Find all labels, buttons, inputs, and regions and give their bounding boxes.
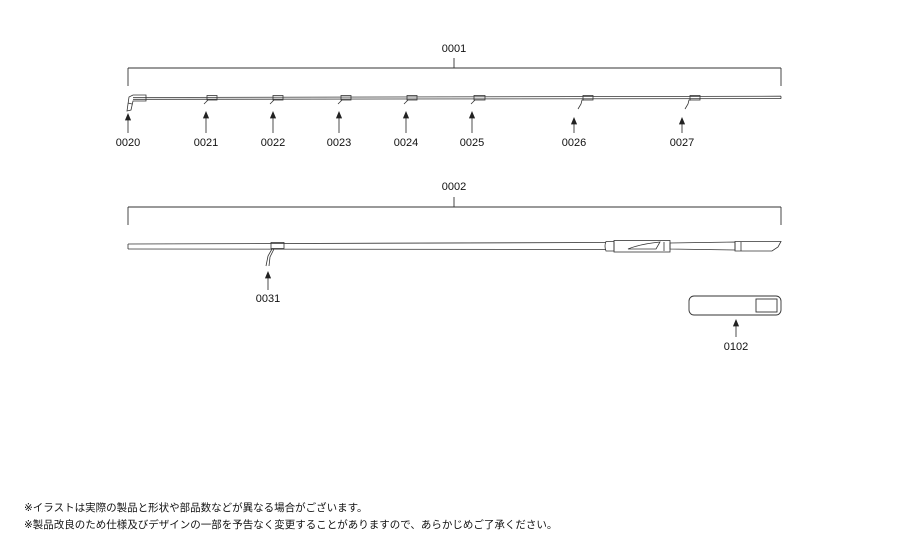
butt-section-label: 0002 xyxy=(442,181,466,193)
part-label-0024: 0024 xyxy=(394,137,418,149)
top-guide-0020 xyxy=(126,94,147,112)
part-label-0026: 0026 xyxy=(562,137,586,149)
guide-0026 xyxy=(577,95,594,110)
rod-band-leader xyxy=(732,318,740,337)
butt-section-blank xyxy=(127,240,782,253)
butt-guide-leader xyxy=(264,270,272,290)
part-label-0102: 0102 xyxy=(724,341,748,353)
butt-section-bracket xyxy=(127,197,782,225)
guide-0021 xyxy=(203,95,218,105)
guide-0025 xyxy=(470,95,486,105)
butt-guide-0031 xyxy=(265,242,285,267)
rod-band-0102 xyxy=(688,295,782,316)
tip-section-bracket xyxy=(127,58,782,86)
guide-0027 xyxy=(684,95,701,110)
part-label-0027: 0027 xyxy=(670,137,694,149)
part-label-0023: 0023 xyxy=(327,137,351,149)
part-label-0025: 0025 xyxy=(460,137,484,149)
guide-0022 xyxy=(269,95,284,105)
guide-0023 xyxy=(337,95,352,105)
part-label-0031: 0031 xyxy=(256,293,280,305)
guide-0024 xyxy=(403,95,418,105)
part-label-0022: 0022 xyxy=(261,137,285,149)
tip-section-blank xyxy=(132,95,782,100)
disclaimer-notes: ※イラストは実際の製品と形状や部品数などが異なる場合がございます。 ※製品改良の… xyxy=(24,500,557,534)
disclaimer-note-shape: ※イラストは実際の製品と形状や部品数などが異なる場合がございます。 xyxy=(24,502,368,514)
part-label-0021: 0021 xyxy=(194,137,218,149)
disclaimer-note-spec-change: ※製品改良のため仕様及びデザインの一部を予告なく変更することがありますので、あら… xyxy=(24,519,558,531)
tip-section-label: 0001 xyxy=(442,43,466,55)
tip-section-leaders xyxy=(124,110,686,133)
part-label-0020: 0020 xyxy=(116,137,140,149)
